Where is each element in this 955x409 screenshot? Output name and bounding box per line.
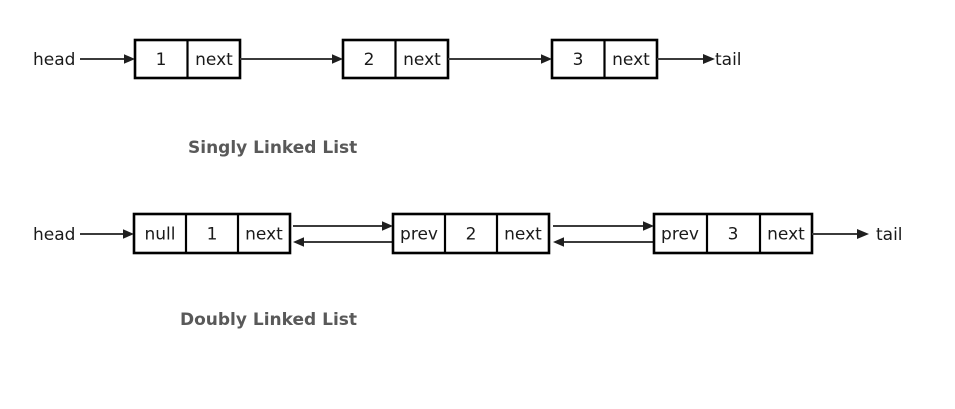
row2-tail-arrow [812,229,869,239]
row2-node-3-prev: prev [661,225,699,245]
row1-head-label: head [33,50,75,70]
row2-node-3: prev 3 next [652,212,814,255]
row1-node-3-value: 3 [573,50,584,70]
row2-node-1-next: next [245,225,283,245]
row1-caption: Singly Linked List [188,138,357,158]
row1-tail-label: tail [715,50,742,70]
row1-connector-1-2 [240,54,343,64]
row2-caption: Doubly Linked List [180,310,357,330]
row2-node-2-prev: prev [400,225,438,245]
row1-node-1-value: 1 [156,50,167,70]
row2-node-3-value: 3 [728,225,739,245]
row2-head-label: head [33,225,75,245]
row2-tail-label: tail [876,225,903,245]
row1-node-2-value: 2 [364,50,375,70]
row2-head-arrow [80,229,134,239]
row1-node-3-next: next [612,50,650,70]
row1-tail-arrow [657,54,715,64]
row1-node-1: 1 next [133,38,242,80]
row1-node-1-next: next [195,50,233,70]
row2-connector-1-2 [293,221,393,247]
row2-node-2-next: next [504,225,542,245]
row2-node-3-next: next [767,225,805,245]
row2-node-1-prev: null [145,225,176,245]
row2-node-1-value: 1 [207,225,218,245]
row2-connector-2-3 [553,221,654,247]
row1-node-3: 3 next [550,38,659,80]
singly-linked-list-row: head 1 next 2 next [33,38,742,158]
row1-connector-2-3 [448,54,552,64]
row2-node-1: null 1 next [132,212,292,255]
doubly-linked-list-row: head null 1 next pr [33,212,903,330]
row1-node-2-next: next [403,50,441,70]
row2-node-2-value: 2 [466,225,477,245]
row1-node-2: 2 next [341,38,450,80]
row1-head-arrow [80,54,135,64]
row2-node-2: prev 2 next [391,212,551,255]
